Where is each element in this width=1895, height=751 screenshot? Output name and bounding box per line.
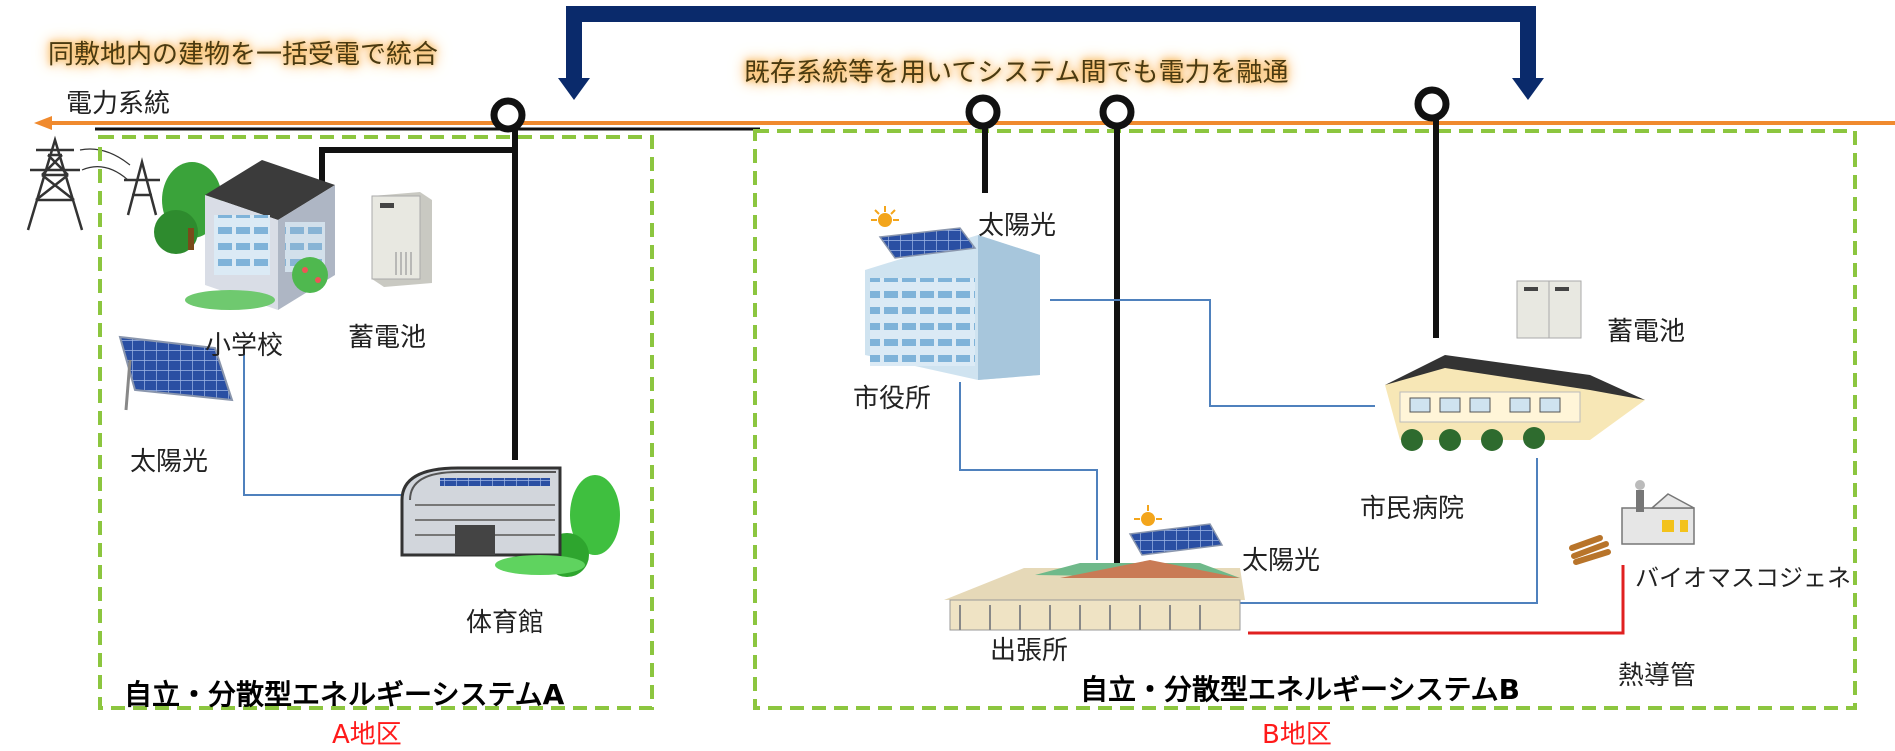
system-b-title: 自立・分散型エネルギーシステムB <box>1080 673 1520 706</box>
grid-connection-a <box>490 97 526 133</box>
battery-icon-b <box>1516 280 1582 339</box>
interchange-arrow <box>558 6 1544 100</box>
grid-connection-rings <box>490 86 1450 133</box>
system-b-border <box>753 129 1857 710</box>
school-icon <box>154 160 335 310</box>
solar-label-a: 太陽光 <box>130 447 209 477</box>
hospital-icon <box>1385 355 1645 451</box>
system-a-border <box>98 135 654 710</box>
comm-lines <box>243 299 1538 604</box>
arrow-head-right <box>1512 78 1544 100</box>
interchange-caption: 既存系統等を用いてシステム間でも電力を融通 <box>744 58 1289 88</box>
branch-office-icon <box>944 505 1245 631</box>
city-hall-label: 市役所 <box>853 384 932 414</box>
grid-connection-branch <box>1099 94 1135 130</box>
battery-icon <box>371 192 432 287</box>
grid-label: 電力系統 <box>66 89 171 119</box>
solar-label-branch: 太陽光 <box>1242 546 1321 576</box>
power-lines <box>319 119 1439 565</box>
arrow-head-left <box>558 78 590 100</box>
hospital-label: 市民病院 <box>1360 494 1465 524</box>
integrated-caption: 同敷地内の建物を一括受電で統合 <box>48 40 439 70</box>
gym-label: 体育館 <box>466 608 545 638</box>
biomass-cogeneration-icon <box>1569 480 1695 565</box>
battery-label-a: 蓄電池 <box>348 323 427 353</box>
system-a-title: 自立・分散型エネルギーシステムA <box>124 678 565 711</box>
heat-pipe-label: 熱導管 <box>1618 661 1697 691</box>
grid-line <box>34 116 1895 131</box>
branch-office-label: 出張所 <box>990 636 1069 666</box>
solar-panel-icon <box>118 335 234 411</box>
district-a-label: A地区 <box>332 720 402 750</box>
heat-pipe-line <box>1248 565 1625 635</box>
district-b-label: B地区 <box>1262 720 1332 750</box>
gym-icon <box>400 466 620 577</box>
biomass-label: バイオマスコジェネ <box>1635 564 1851 592</box>
grid-connection-hospital <box>1414 86 1450 122</box>
solar-label-city-hall: 太陽光 <box>978 211 1057 241</box>
city-hall-icon <box>865 206 1040 380</box>
grid-connection-city-hall <box>965 94 1001 130</box>
school-label: 小学校 <box>205 331 284 361</box>
transmission-tower-icon <box>26 135 160 231</box>
battery-label-b: 蓄電池 <box>1607 317 1686 347</box>
